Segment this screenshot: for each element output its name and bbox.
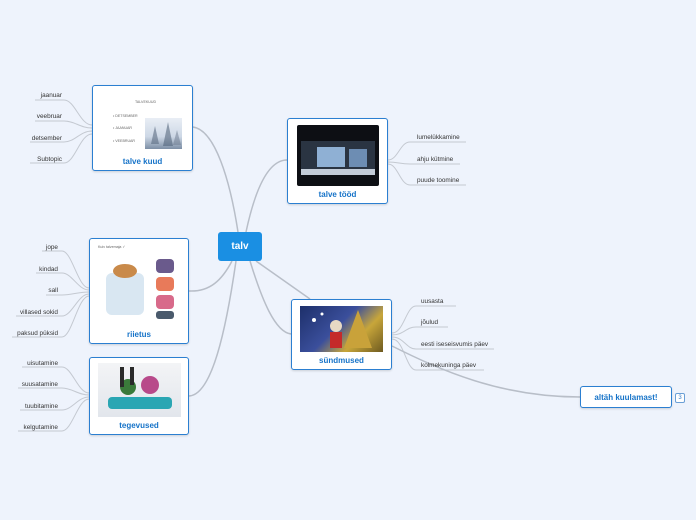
- subtopic-paksud-puksid[interactable]: paksud püksid: [17, 330, 58, 337]
- topic-title: talve kuud: [122, 157, 163, 166]
- topic-title: sündmused: [319, 356, 364, 365]
- sled-icon: [108, 367, 172, 409]
- central-topic[interactable]: talv: [218, 232, 262, 261]
- image-caption-title: TALVEKUUD: [135, 100, 157, 104]
- subtopic-puude-toomine[interactable]: puude toomine: [417, 177, 460, 184]
- subtopic-kelgutamine[interactable]: kelgutamine: [23, 424, 58, 431]
- topic-altah-kuulamast[interactable]: altäh kuulamast!: [580, 386, 672, 408]
- topic-title: tegevused: [119, 421, 159, 430]
- tractor-cab-image: [297, 125, 379, 186]
- sledding-image: [98, 363, 181, 417]
- winter-forest-image: [145, 118, 182, 149]
- topic-tegevused[interactable]: tegevused: [89, 357, 189, 435]
- subtopic-jaanuar[interactable]: jaanuar: [40, 92, 62, 99]
- image-caption-item: • VEEBRUAR: [113, 139, 136, 143]
- winter-clothes-image: [98, 253, 182, 321]
- subtopic-jope[interactable]: jope: [45, 244, 58, 251]
- topic-title: altäh kuulamast!: [594, 393, 658, 402]
- christmas-image: [300, 306, 383, 352]
- topic-title: riietus: [126, 330, 151, 339]
- subtopic-kindad[interactable]: kindad: [39, 266, 58, 273]
- image-caption-item: • DETSEMBER: [113, 114, 138, 118]
- subtopic-ahju-kutmine[interactable]: ahju kütmine: [417, 156, 454, 163]
- subtopic-villased-sokid[interactable]: villased sokid: [19, 309, 58, 316]
- subtopic-joulud[interactable]: jõulud: [421, 319, 439, 326]
- subtopic-suusatamine[interactable]: suusatamine: [21, 381, 58, 388]
- image-caption: Kuiv talvemaja ✓: [98, 245, 126, 249]
- subtopic-iseseisvumis-paev[interactable]: eesti iseseisvumis päev: [421, 341, 489, 348]
- subtopic-sall[interactable]: sall: [48, 287, 58, 294]
- tree-icon: [151, 122, 181, 146]
- collapsed-count-badge[interactable]: 3: [675, 393, 685, 403]
- subtopic-kolmekuninga-paev[interactable]: kolmekuninga päev: [421, 362, 477, 369]
- subtopic-tuubitamine[interactable]: tuubitamine: [24, 403, 58, 410]
- jacket-icon: [106, 259, 174, 319]
- subtopic-veebruar[interactable]: veebruar: [36, 113, 62, 120]
- topic-talve-kuud[interactable]: TALVEKUUD • DETSEMBER • JAANUAR • VEEBRU…: [92, 85, 193, 171]
- christmas-tree-icon: [312, 310, 372, 348]
- topic-syndmused[interactable]: sündmused: [291, 299, 392, 370]
- snow-plow-icon: [301, 141, 375, 175]
- subtopic-lumelukkamine[interactable]: lumelükkamine: [417, 134, 460, 141]
- subtopic-uusasta[interactable]: uusasta: [421, 298, 444, 305]
- topic-talve-tood[interactable]: talve tööd: [287, 118, 388, 204]
- topic-title: talve tööd: [318, 190, 357, 199]
- subtopic-placeholder[interactable]: Subtopic: [37, 156, 62, 163]
- subtopic-detsember[interactable]: detsember: [31, 135, 62, 142]
- subtopic-uisutamine[interactable]: uisutamine: [27, 360, 58, 367]
- topic-riietus[interactable]: Kuiv talvemaja ✓ riietus: [89, 238, 189, 344]
- image-caption-item: • JAANUAR: [113, 126, 133, 130]
